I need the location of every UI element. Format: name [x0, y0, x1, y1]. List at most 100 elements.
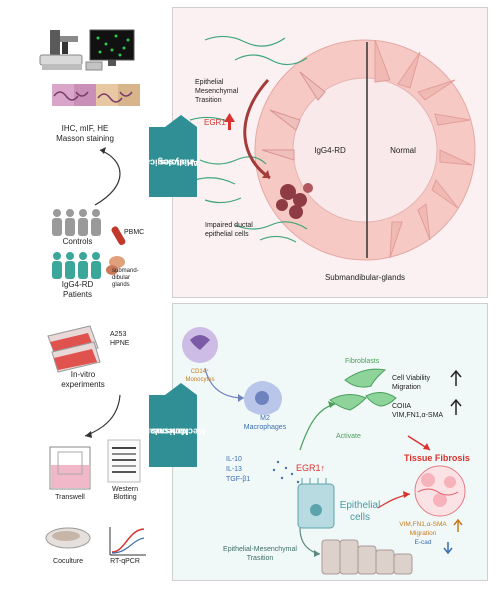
- rtqpcr-label: RT-qPCR: [110, 558, 140, 565]
- monocytes-label: CD14⁺ Monocytes: [176, 368, 224, 384]
- monocyte-cell-icon: [182, 327, 218, 363]
- downward-arrow: [84, 394, 121, 437]
- viability-label: Cell Viability Migration: [392, 374, 430, 392]
- viability-up-arrow-icon: [450, 369, 462, 386]
- glands-caption: Submandibular-glands: [324, 273, 406, 282]
- pbmc-label: PBMC: [124, 229, 145, 236]
- monocytes-label-line2: Monocytes: [185, 377, 215, 383]
- markers-label-line3: E-cad: [414, 539, 432, 546]
- western-label-line1: Western: [112, 486, 138, 493]
- monocytes-label-line1: CD14⁺: [190, 369, 210, 375]
- upward-arrow: [94, 149, 121, 206]
- cell-line-hpne: HPNE: [110, 340, 130, 347]
- staining-tiles: [52, 84, 140, 106]
- viability-label-line2: Migration: [392, 384, 421, 391]
- histological-tab-line2: Analyses: [158, 157, 199, 168]
- top-tab-cap: [165, 115, 197, 127]
- staining-label-line1: IHC, mIF, HE: [61, 124, 109, 133]
- coculture-label: Coculture: [53, 558, 83, 565]
- microscope-icon: [39, 30, 83, 70]
- epithelial-label-line2: cells: [349, 512, 370, 523]
- fibrosis-tissue-icon: [414, 465, 466, 517]
- patients-label-line1: IgG4-RD: [61, 280, 94, 289]
- controls-label: Controls: [62, 237, 93, 246]
- qpcr-curve-icon: [109, 527, 146, 556]
- top-emt-label-line1: Epithelial: [195, 79, 224, 86]
- activation-arrow: [299, 403, 336, 451]
- macrophage-cell-icon: [244, 381, 282, 415]
- collagen-up-arrow-icon: [450, 398, 462, 415]
- top-emt-label-line3: Trasition: [195, 97, 222, 104]
- markers-label: VIM,FN1,α-SMA Migration E-cad: [392, 520, 454, 547]
- bottom-emt-label: Epithelial-Mesenchymal Trasition: [196, 545, 324, 563]
- staining-label: IHC, mIF, HE Masson staining: [30, 124, 140, 144]
- emt-cell-row: [321, 539, 413, 575]
- invitro-label: In-vitro experiments: [48, 370, 118, 390]
- transwell-label: Transwell: [55, 494, 85, 501]
- cytokine-il13: IL-13: [226, 466, 242, 473]
- viability-label-line1: Cell Viability: [392, 375, 430, 382]
- fibroblasts-label: Fibroblasts: [345, 358, 380, 365]
- cell-lines-label: A253 HPNE: [110, 330, 129, 348]
- gland-tissue-icon: [106, 256, 125, 275]
- egr1-bottom-up-icon: ↑: [320, 463, 326, 473]
- impaired-label: Impaired ductal epithelial cells: [205, 221, 253, 239]
- collagen-label: COIIA VIM,FN1,α-SMA: [392, 402, 443, 420]
- activate-label: Activate: [336, 433, 361, 440]
- epithelial-cell-icon: [297, 478, 335, 529]
- epithelial-label-line1: Epithelial: [339, 500, 381, 511]
- gland-section: [254, 39, 476, 261]
- patients-people-icon: [52, 252, 101, 279]
- blood-tube-icon: [111, 226, 126, 246]
- patients-label-line2: Patients: [63, 290, 92, 299]
- top-emt-label-line2: Mesenchymal: [195, 88, 239, 95]
- igg4-label: IgG4-RD: [314, 146, 346, 155]
- cell-culture-flask-icon: [47, 325, 101, 373]
- collagen-label-line1: COIIA: [392, 403, 412, 410]
- cytokine-dots: [272, 460, 300, 484]
- molecular-tab-line2: Mechanisms: [151, 426, 206, 437]
- bottom-tab-cap: [165, 383, 197, 395]
- histological-tab: Histological Analyses: [142, 127, 198, 197]
- molecular-panel: [172, 303, 488, 581]
- western-label-line2: Blotting: [113, 494, 137, 501]
- glands-label-line1: submand-: [112, 268, 139, 274]
- normal-label: Normal: [390, 146, 416, 155]
- markers-up-arrow-icon: [453, 518, 463, 532]
- patients-label: IgG4-RD Patients: [40, 280, 115, 300]
- monitor-icon: [85, 29, 135, 71]
- top-emt-label: Epithelial Mesenchymal Trasition: [195, 78, 238, 105]
- cytokines-label: IL-10 IL-13 TGF-β1: [226, 455, 250, 485]
- egr1-bottom-text: EGR1: [296, 463, 321, 473]
- western-label: Western Blotting: [100, 486, 150, 502]
- impaired-label-line1: Impaired ductal: [205, 222, 253, 229]
- tissue-fibrosis-label: Tissue Fibrosis: [404, 453, 470, 463]
- bottom-emt-label-line2: Trasition: [246, 555, 274, 562]
- cytokine-tgfb1: TGF-β1: [226, 476, 251, 483]
- molecular-tab: Molecular Mechanisms: [147, 395, 206, 467]
- invitro-label-line2: experiments: [61, 380, 105, 389]
- macrophages-label: M2 Macrophages: [232, 414, 298, 432]
- impaired-label-line2: epithelial cells: [205, 231, 249, 238]
- markers-label-line2: Migration: [409, 530, 437, 537]
- emt-arrow: [243, 78, 271, 180]
- impaired-cells-cluster: [276, 183, 313, 219]
- fibroblast-cells-icon: [329, 368, 397, 411]
- macrophages-label-line2: Macrophages: [243, 424, 287, 431]
- macrophages-label-line1: M2: [260, 415, 270, 422]
- egr1-up-arrow-icon: [224, 113, 235, 130]
- coculture-dish-icon: [45, 527, 91, 549]
- collagen-label-line2: VIM,FN1,α-SMA: [392, 412, 444, 419]
- controls-people-icon: [52, 209, 101, 236]
- bottom-emt-label-line1: Epithelial-Mesenchymal: [223, 546, 297, 553]
- staining-label-line2: Masson staining: [56, 134, 114, 143]
- epithelial-label: Epithelial cells: [330, 500, 390, 524]
- glands-label-line3: glands: [112, 282, 130, 288]
- top-egr1-label: EGR1: [204, 118, 226, 127]
- glands-label: submand- dibular glands: [112, 268, 139, 289]
- glands-label-line2: dibular: [112, 275, 131, 281]
- ecad-down-arrow-icon: [443, 542, 453, 555]
- western-blot-icon: [107, 439, 141, 483]
